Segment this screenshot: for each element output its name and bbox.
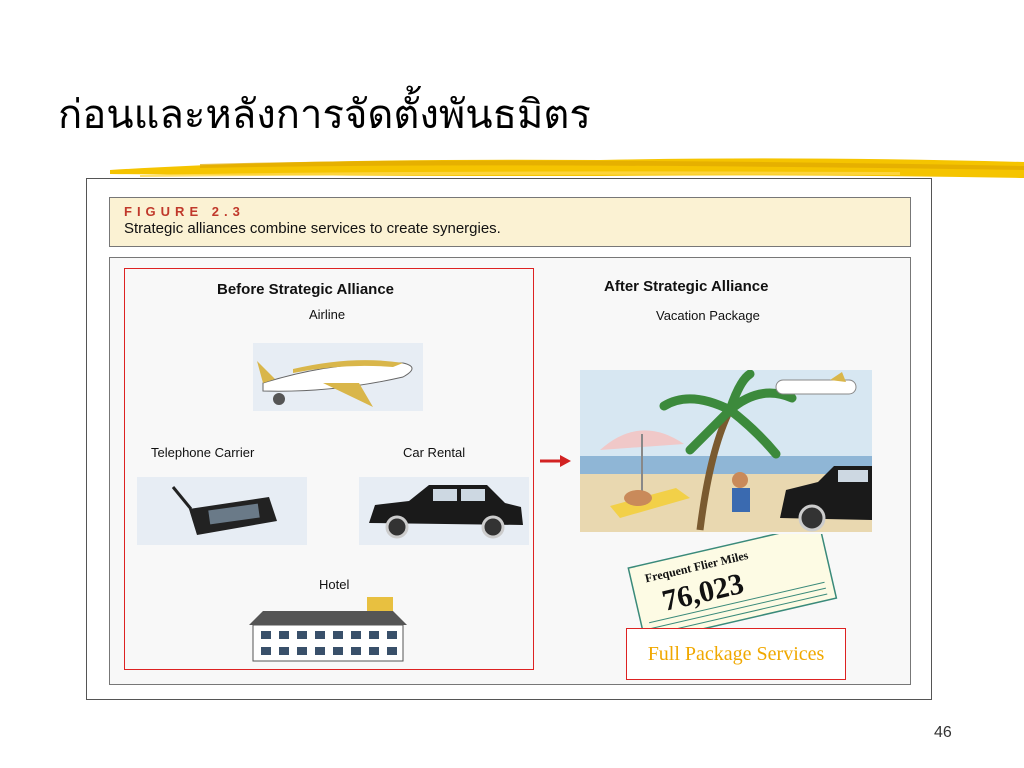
vacation-scene-icon bbox=[580, 370, 872, 532]
car-rental-label: Car Rental bbox=[403, 445, 466, 460]
after-heading: After Strategic Alliance bbox=[604, 278, 769, 295]
figure-panel: FIGURE 2.3 Strategic alliances combine s… bbox=[86, 178, 932, 700]
full-package-services-box: Full Package Services bbox=[626, 628, 846, 680]
hotel-label: Hotel bbox=[319, 577, 350, 592]
slide-title: ก่อนและหลังการจัดตั้งพันธมิตร bbox=[58, 92, 591, 138]
arrow-right-icon bbox=[540, 455, 571, 467]
rental-car-icon bbox=[359, 477, 529, 545]
page-number: 46 bbox=[934, 724, 952, 741]
vacation-package-label: Vacation Package bbox=[656, 308, 760, 323]
figure-label: FIGURE 2.3 bbox=[124, 204, 245, 219]
yellow-brush-stroke bbox=[110, 158, 1024, 178]
hotel-building-icon bbox=[243, 595, 413, 663]
before-alliance-box: Before Strategic Alliance Airline Teleph… bbox=[124, 268, 534, 670]
figure-caption-box: FIGURE 2.3 Strategic alliances combine s… bbox=[109, 197, 911, 247]
alliance-diagram: Before Strategic Alliance Airline Teleph… bbox=[109, 257, 911, 685]
airplane-icon bbox=[253, 343, 423, 411]
figure-caption: Strategic alliances combine services to … bbox=[124, 220, 501, 237]
telephone-carrier-label: Telephone Carrier bbox=[151, 445, 255, 460]
before-heading: Before Strategic Alliance bbox=[217, 281, 395, 298]
frequent-flier-ticket: Frequent Flier Miles 76,023 bbox=[627, 534, 838, 630]
mobile-phone-icon bbox=[137, 477, 307, 545]
airline-label: Airline bbox=[309, 307, 346, 322]
